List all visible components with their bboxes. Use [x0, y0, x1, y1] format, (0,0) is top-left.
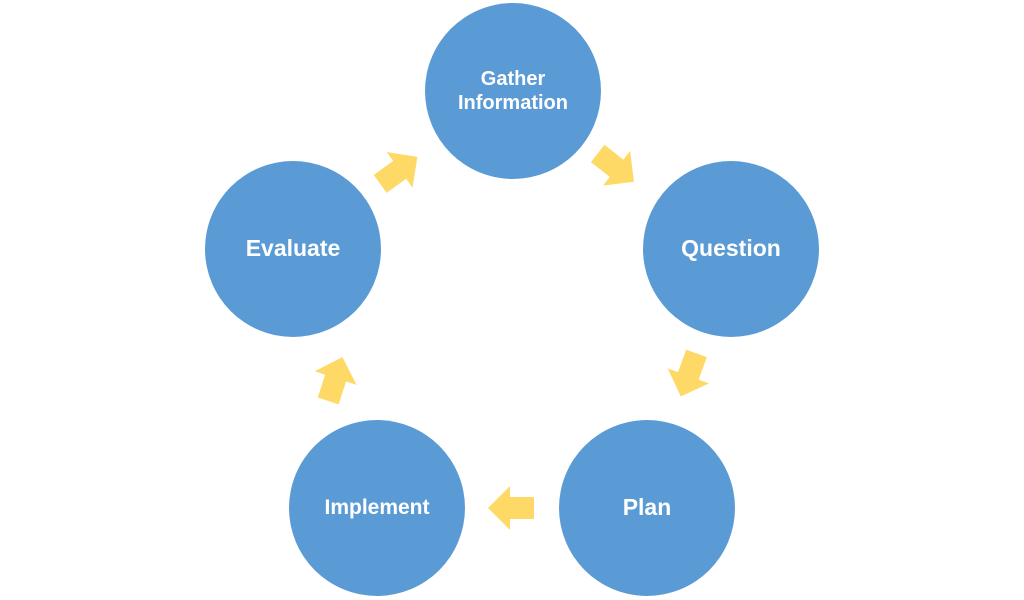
node-gather-information: Gather Information: [425, 3, 601, 179]
arrow-question-to-plan: [667, 349, 709, 397]
block-arrow-icon: [590, 144, 634, 186]
node-plan: Plan: [559, 420, 735, 596]
node-label: Gather Information: [458, 68, 568, 114]
block-arrow-icon: [667, 349, 709, 397]
arrow-evaluate-to-gather: [373, 152, 418, 193]
node-label: Evaluate: [245, 235, 341, 262]
node-label: Implement: [324, 496, 430, 520]
node-evaluate: Evaluate: [205, 161, 381, 337]
node-question: Question: [643, 161, 819, 337]
node-label: Plan: [622, 494, 672, 521]
block-arrow-icon: [373, 152, 418, 193]
node-label: Question: [681, 235, 781, 262]
arrow-implement-to-evaluate: [314, 357, 357, 405]
block-arrow-icon: [314, 357, 357, 405]
arrow-gather-to-question: [590, 144, 634, 186]
arrow-plan-to-implement: [488, 486, 534, 530]
block-arrow-icon: [488, 486, 534, 530]
node-implement: Implement: [289, 420, 465, 596]
